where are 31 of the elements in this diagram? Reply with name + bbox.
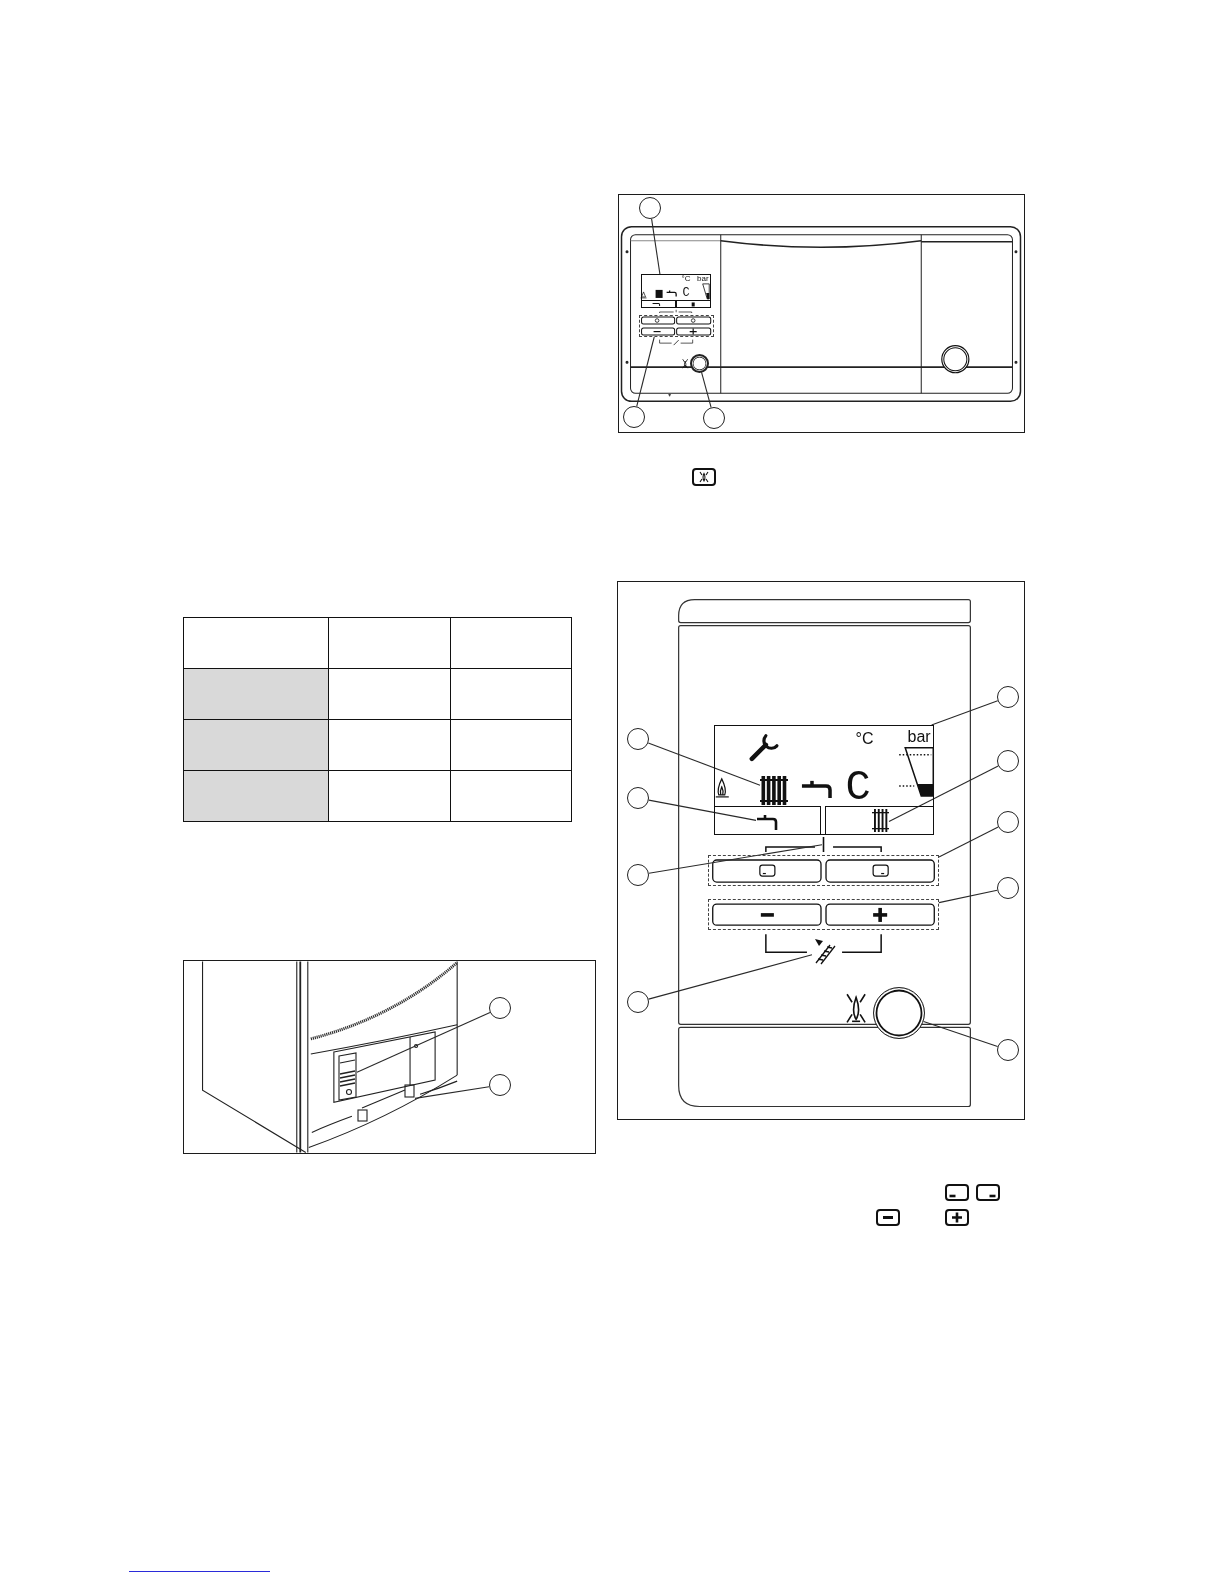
leader-line [648,799,757,821]
leader-line [938,826,999,858]
unit-label: °C [855,730,874,747]
display-character: C [845,766,871,809]
tap-icon [755,813,778,831]
leader-line [648,844,823,874]
unit-label: °C [681,275,691,284]
leader-line [938,889,998,904]
display-screen [641,274,711,308]
control-display [338,1052,357,1101]
button-group-outline [639,315,714,337]
leader-line [888,765,999,823]
leader-line [647,742,761,786]
radiator-icon [759,775,788,805]
leader-line [923,1020,999,1048]
leader-line [414,1086,490,1099]
leader-line [356,1011,491,1073]
display-screen [714,725,934,835]
divider-tick [822,837,825,852]
display-character: C [682,286,690,299]
leader-line [651,218,661,275]
cover-latch [357,1084,415,1122]
button-group-outline [708,855,939,886]
leader-line [648,954,813,1000]
leader-line [931,700,999,726]
unit-label: bar [907,728,931,745]
button-group-outline [708,899,939,930]
leader-line [700,371,712,408]
unit-label: bar [697,275,709,284]
radiator-icon [871,808,889,832]
ladder-icon [812,938,836,965]
